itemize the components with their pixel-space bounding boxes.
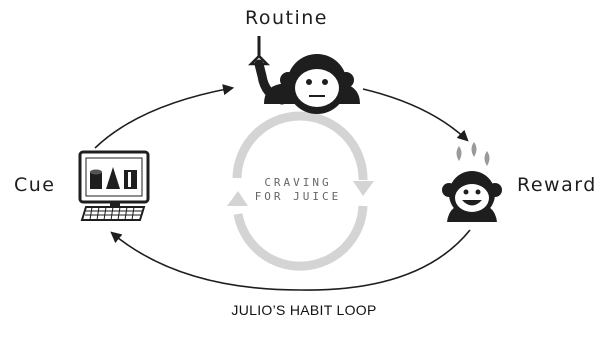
- routine-label: Routine: [245, 7, 328, 29]
- figure-caption: JULIO’S HABIT LOOP: [231, 302, 377, 318]
- craving-line-1: CRAVING: [264, 176, 332, 189]
- arrow-reward-to-cue: [110, 229, 471, 291]
- cue-label: Cue: [14, 174, 56, 196]
- craving-line-2: FOR JUICE: [254, 190, 342, 203]
- arrow-cue-to-routine: [94, 84, 235, 149]
- happy-monkey-juice-drops-icon: [442, 142, 502, 222]
- cycle-arrows-icon: [227, 111, 374, 271]
- reward-label: Reward: [517, 174, 597, 196]
- craving-text: CRAVING FOR JUICE: [236, 176, 360, 204]
- monkey-pulling-lever-icon: [247, 36, 360, 114]
- computer-screen-shapes-icon: [78, 150, 150, 221]
- arrow-routine-to-reward: [362, 88, 469, 142]
